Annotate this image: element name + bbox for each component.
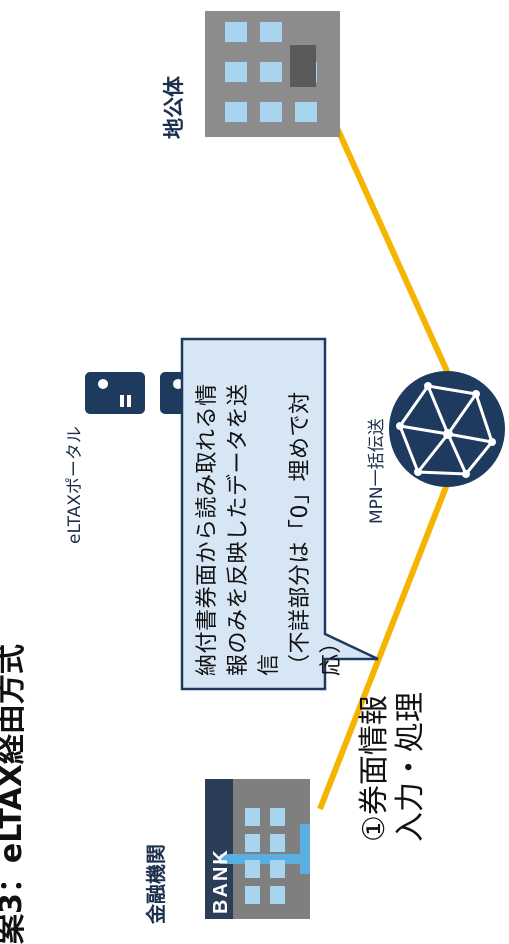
bank-building-icon [205,779,310,919]
step-1-label: ①券面情報 入力・処理 [357,692,428,842]
speech-bubble-text: 納付書券面から読み取れる情 報のみを反映したデータを送信 （不詳部分は「0」埋め… [192,366,347,676]
mpn-network-globe-icon [389,371,505,487]
local-government-label: 地公体 [162,76,186,139]
speech-bubble [180,337,379,691]
diagram-heading: 案3：eLTAX経由方式 [0,644,29,944]
bubble-line-2: 報のみを反映したデータを送信 [226,383,282,676]
mpn-label: MPN一括伝送 [367,418,387,524]
bank-label: 金融機関 [144,844,168,924]
bubble-line-3: （不詳部分は「0」埋めで対応） [288,391,344,677]
bubble-line-1: 納付書券面から読み取れる情 [195,383,220,676]
bank-sign-text: BANK [210,848,232,914]
arrow-bank-to-mpn [317,461,458,811]
eltax-portal-label: eLTAXポータル [65,426,85,544]
local-government-building-icon [205,11,340,137]
